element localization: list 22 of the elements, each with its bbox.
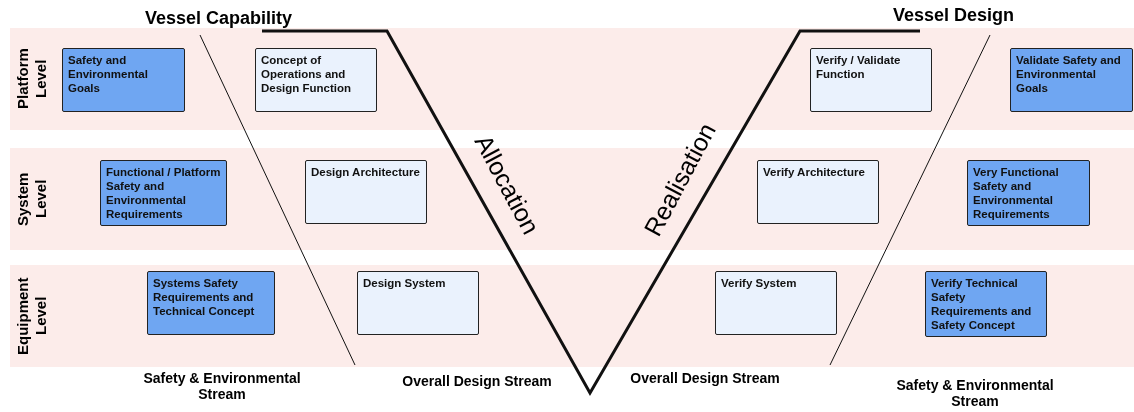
process-box: Validate Safety and Environmental Goals [1010,48,1133,112]
process-box: Functional / Platform Safety and Environmental Requirements [100,160,227,226]
process-box: Verify Technical Safety Requirements and Safety Concept [925,271,1047,337]
stream-label: Safety & Environmental Stream [142,370,302,402]
row-label: System Level [14,171,50,228]
heading: Vessel Capability [145,8,294,29]
stream-label: Safety & Environmental Stream [895,377,1055,409]
row-label: Equipment Level [14,276,50,357]
process-box: Safety and Environmental Goals [62,48,185,112]
process-box: Design Architecture [305,160,427,224]
process-box: Verify Architecture [757,160,879,224]
process-box: Systems Safety Requirements and Technical Concept [147,271,275,335]
level-band [10,265,1134,367]
process-box: Verify / Validate Function [810,48,932,112]
stream-label: Overall Design Stream [629,370,781,386]
process-box: Very Functional Safety and Environmental Requirements [967,160,1090,226]
process-box: Concept of Operations and Design Function [255,48,377,112]
heading: Vessel Design [893,5,1016,26]
process-box: Design System [357,271,479,335]
row-label: Platform Level [14,47,50,112]
process-box: Verify System [715,271,837,335]
stream-label: Overall Design Stream [401,373,553,389]
